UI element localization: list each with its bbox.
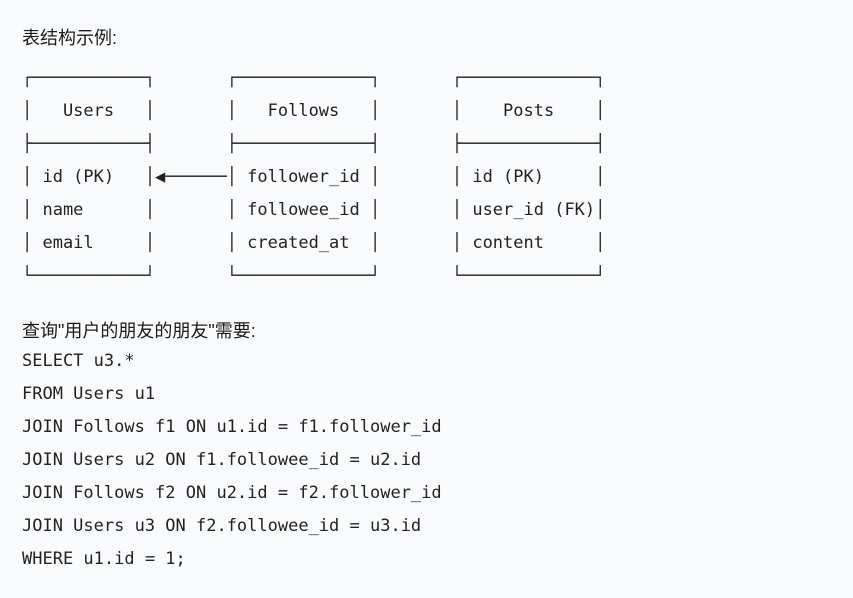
diagram-title: 表结构示例:	[22, 28, 118, 48]
table-structure-ascii-diagram: ┌───────────┐ ┌─────────────┐ ┌─────────…	[22, 68, 606, 286]
sql-line: JOIN Users u2 ON f1.followee_id = u2.id	[22, 450, 422, 470]
sql-line: SELECT u3.*	[22, 351, 135, 371]
sql-line: WHERE u1.id = 1;	[22, 549, 186, 569]
sql-line: JOIN Follows f1 ON u1.id = f1.follower_i…	[22, 417, 442, 437]
sql-line: JOIN Users u3 ON f2.followee_id = u3.id	[22, 516, 422, 536]
sql-line: JOIN Follows f2 ON u2.id = f2.follower_i…	[22, 483, 442, 503]
sql-line: FROM Users u1	[22, 384, 156, 404]
document-page: 表结构示例: ┌───────────┐ ┌─────────────┐ ┌──…	[22, 28, 833, 576]
query-intro: 查询"用户的朋友的朋友"需要:	[22, 321, 256, 341]
sql-query: SELECT u3.* FROM Users u1 JOIN Follows f…	[22, 345, 833, 576]
